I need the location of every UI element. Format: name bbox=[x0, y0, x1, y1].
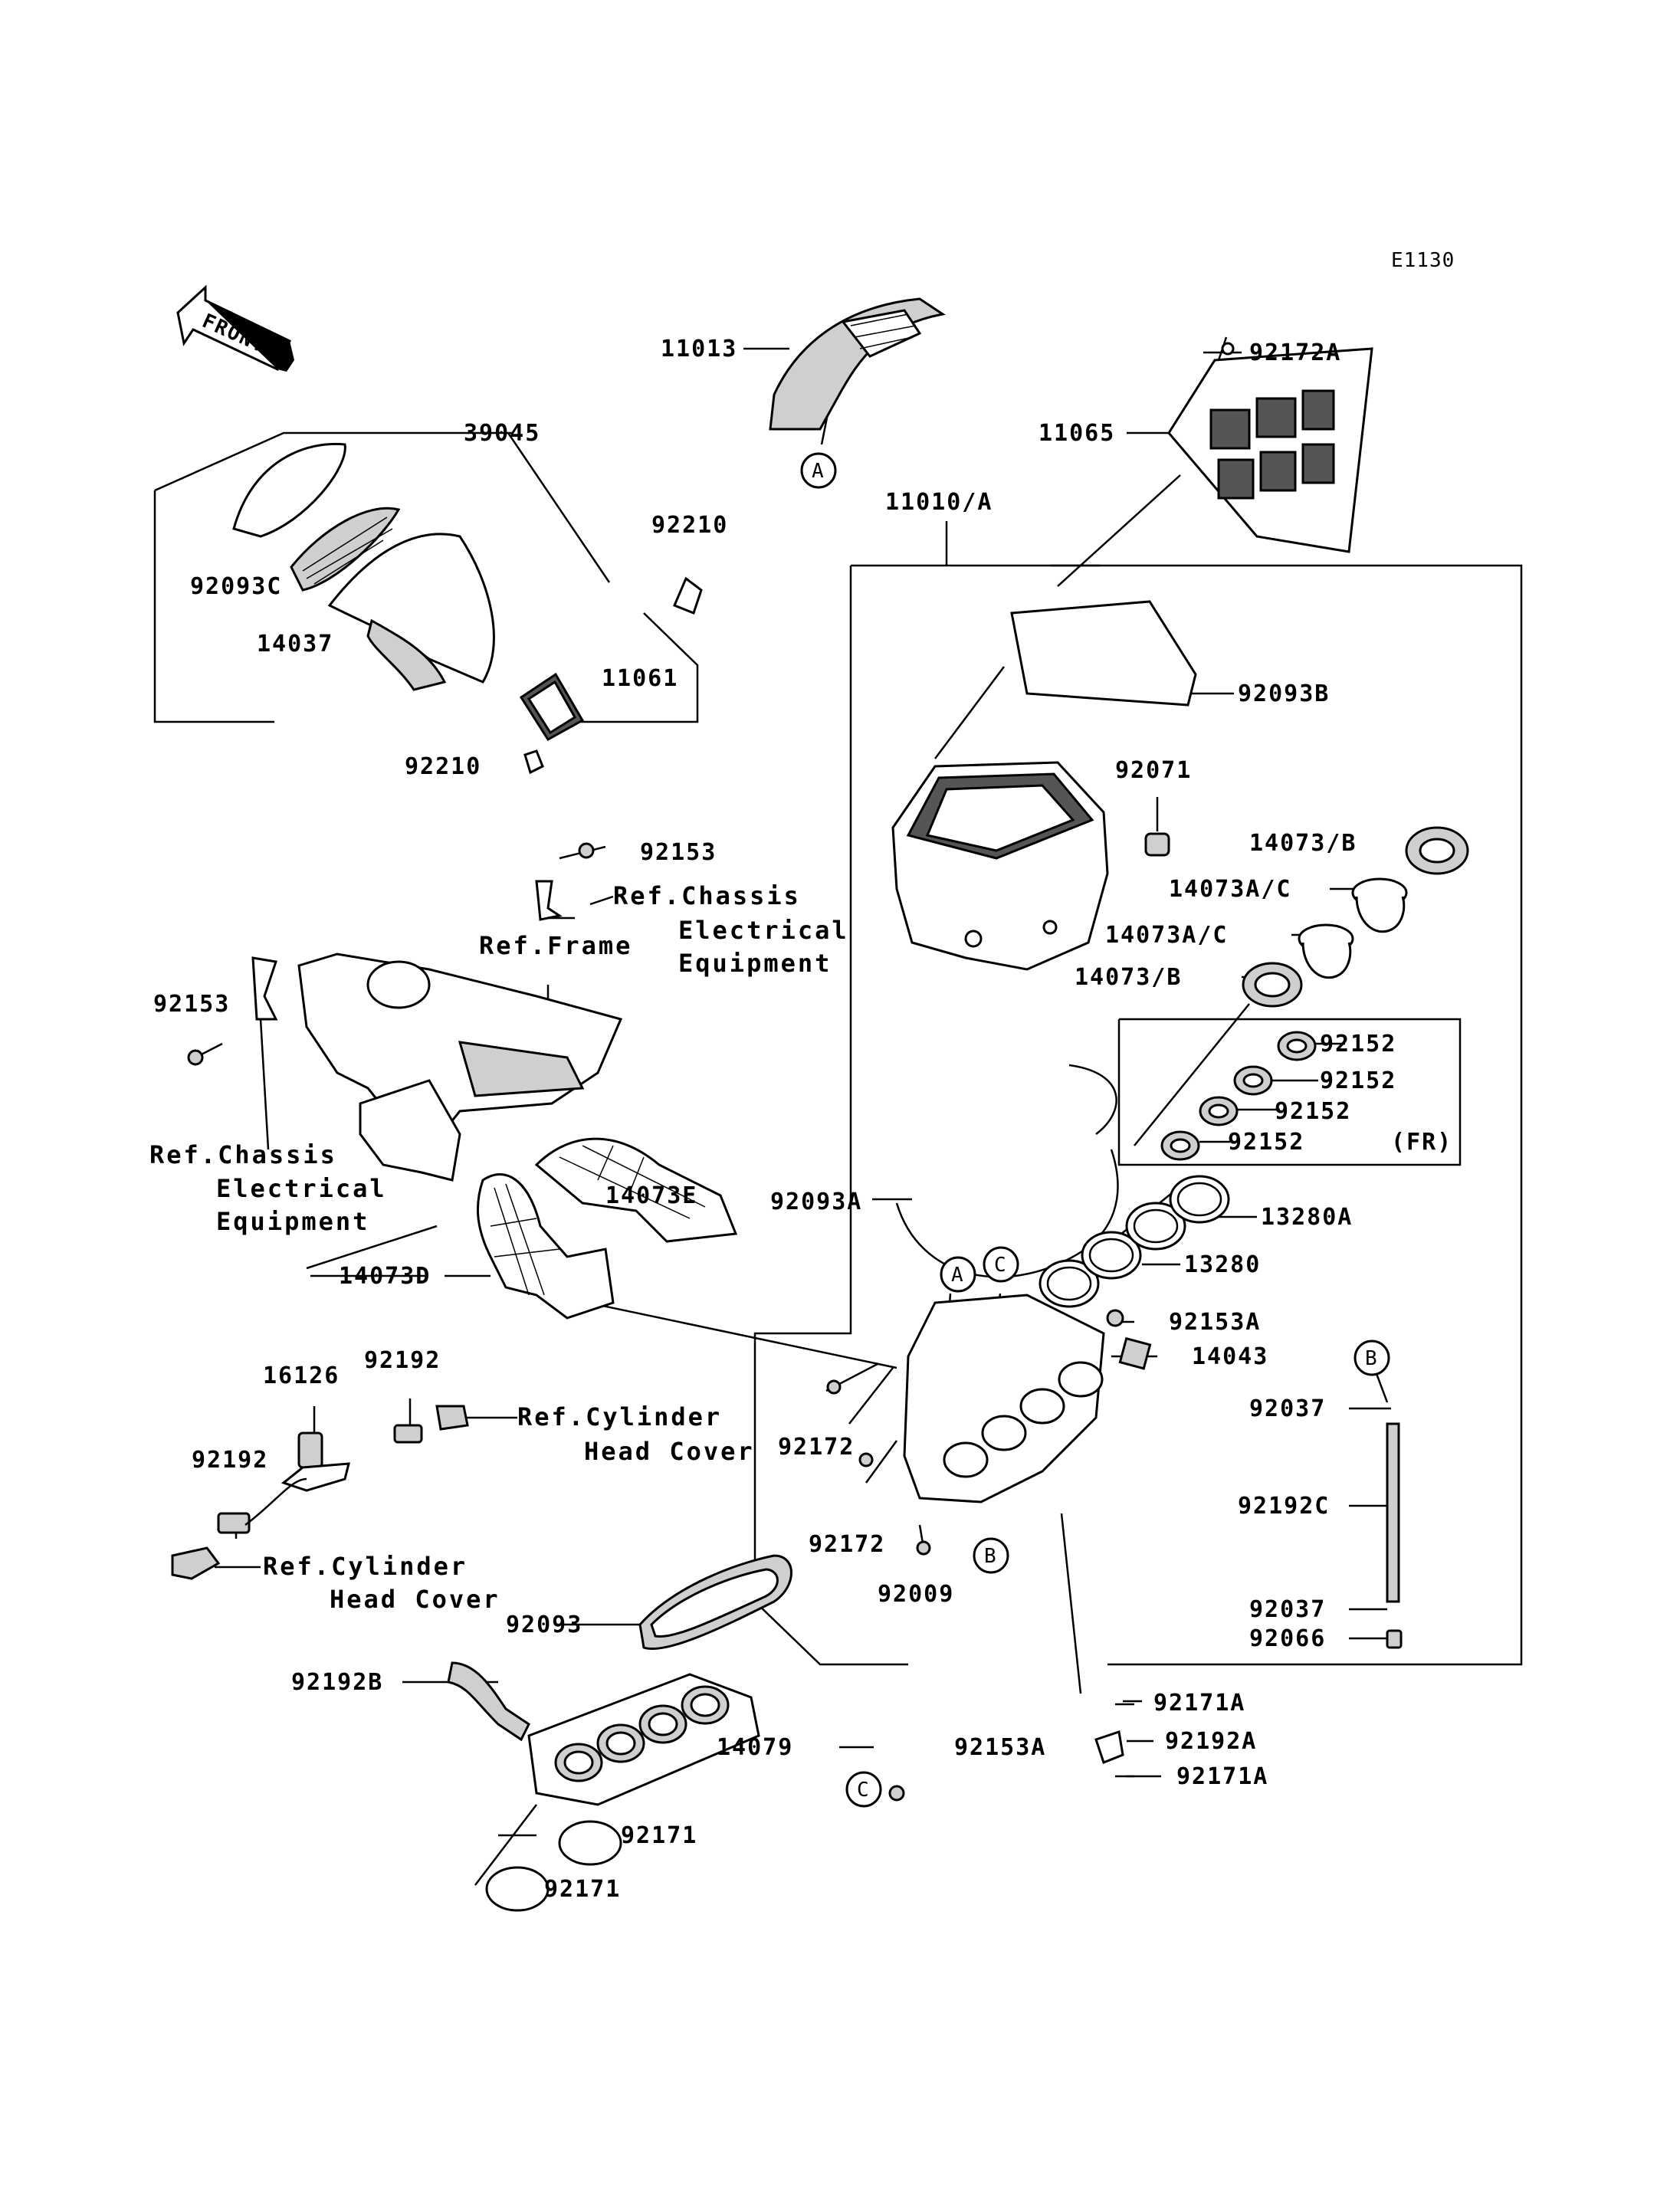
label-14073D: 14073D bbox=[339, 1263, 431, 1290]
label-92153A-2: 92153A bbox=[954, 1734, 1046, 1761]
label-92171-1: 92171 bbox=[621, 1822, 697, 1849]
label-14073AC-1: 14073A/C bbox=[1169, 876, 1292, 903]
label-92009: 92009 bbox=[878, 1581, 954, 1608]
callout-c-bottom: C bbox=[845, 1771, 882, 1808]
ref-chassis-electrical-1-line1: Ref.Chassis bbox=[613, 881, 801, 910]
label-92071: 92071 bbox=[1115, 757, 1192, 784]
ref-cylinder-head-2-line1: Ref.Cylinder bbox=[263, 1552, 468, 1581]
funnels-14073 bbox=[1242, 826, 1469, 1008]
label-92210-top: 92210 bbox=[651, 512, 728, 539]
label-11061: 11061 bbox=[602, 665, 678, 692]
label-92171A-2: 92171A bbox=[1176, 1763, 1268, 1790]
svg-text:A: A bbox=[951, 1264, 963, 1287]
group-frame-39045 bbox=[153, 431, 699, 723]
callout-a-box: A bbox=[940, 1256, 976, 1293]
label-92192C: 92192C bbox=[1238, 1493, 1330, 1520]
label-92172-1: 92172 bbox=[778, 1434, 855, 1461]
group-frame-11010 bbox=[753, 521, 1523, 1666]
label-fr: (FR) bbox=[1391, 1129, 1452, 1156]
label-92093A: 92093A bbox=[770, 1189, 862, 1215]
cover-39045 bbox=[232, 442, 703, 775]
group-frame-92152 bbox=[1117, 1018, 1462, 1166]
ref-chassis-electrical-2-line2: Electrical bbox=[216, 1174, 387, 1203]
air-box-lower bbox=[903, 1294, 1152, 1503]
ref-cylinder-head-2-line2: Head Cover bbox=[330, 1585, 500, 1614]
clamps-92171 bbox=[485, 1820, 622, 1912]
ref-frame: Ref.Frame bbox=[479, 931, 632, 960]
ref-cylinder-head-1-line1: Ref.Cylinder bbox=[517, 1402, 722, 1431]
svg-text:A: A bbox=[812, 460, 824, 483]
ref-chassis-electrical-1-line3: Equipment bbox=[678, 949, 832, 978]
label-92153-top: 92153 bbox=[640, 839, 717, 866]
label-14073B-2: 14073/B bbox=[1075, 964, 1182, 991]
label-92152-2: 92152 bbox=[1320, 1067, 1396, 1094]
callout-b-right: B bbox=[1354, 1340, 1390, 1376]
label-92171-2: 92171 bbox=[544, 1876, 621, 1903]
label-11065: 11065 bbox=[1039, 420, 1115, 447]
rings-92152 bbox=[1160, 1031, 1317, 1161]
callout-c-box: C bbox=[983, 1246, 1019, 1283]
label-92152-1: 92152 bbox=[1320, 1031, 1396, 1058]
air-box-upper bbox=[891, 761, 1109, 971]
label-92172-2: 92172 bbox=[809, 1531, 885, 1558]
label-92153A-1: 92153A bbox=[1169, 1309, 1261, 1336]
label-16126: 16126 bbox=[263, 1362, 340, 1389]
intake-14079 bbox=[447, 1661, 760, 1806]
ref-cylinder-head-1-line2: Head Cover bbox=[584, 1437, 755, 1466]
frame-part bbox=[297, 953, 623, 1182]
label-92066: 92066 bbox=[1249, 1625, 1326, 1652]
seal-92093B bbox=[1010, 600, 1197, 707]
label-92037-1: 92037 bbox=[1249, 1395, 1326, 1422]
svg-text:C: C bbox=[857, 1779, 869, 1802]
air-filter-11065 bbox=[1167, 336, 1373, 553]
label-92093: 92093 bbox=[506, 1612, 582, 1638]
label-92093B: 92093B bbox=[1238, 680, 1330, 707]
label-92210-bottom: 92210 bbox=[405, 753, 481, 780]
grommet-92071 bbox=[1144, 832, 1170, 857]
label-39045: 39045 bbox=[464, 420, 540, 447]
label-13280A: 13280A bbox=[1261, 1204, 1353, 1231]
label-92192B: 92192B bbox=[291, 1669, 383, 1696]
label-92152-4: 92152 bbox=[1228, 1129, 1304, 1156]
callout-a-top: A bbox=[800, 452, 837, 489]
gaskets-13280 bbox=[1039, 1175, 1230, 1308]
ref-chassis-electrical-2-line3: Equipment bbox=[216, 1207, 369, 1236]
front-arrow-icon: FRONT bbox=[176, 284, 294, 372]
label-92037-2: 92037 bbox=[1249, 1596, 1326, 1623]
label-14037: 14037 bbox=[257, 631, 333, 657]
label-92172A: 92172A bbox=[1249, 339, 1341, 366]
label-92153-left: 92153 bbox=[153, 991, 230, 1018]
callout-b-bottom: B bbox=[973, 1537, 1009, 1574]
label-92152-3: 92152 bbox=[1275, 1098, 1351, 1125]
svg-text:B: B bbox=[1365, 1347, 1377, 1370]
label-14043: 14043 bbox=[1192, 1343, 1268, 1370]
label-92093C: 92093C bbox=[190, 573, 282, 600]
diagram-code: E1130 bbox=[1391, 249, 1455, 272]
label-14073AC-2: 14073A/C bbox=[1105, 922, 1229, 949]
svg-text:B: B bbox=[984, 1545, 996, 1568]
label-14073E: 14073E bbox=[605, 1182, 697, 1209]
label-92192-top: 92192 bbox=[364, 1347, 441, 1374]
seal-92093 bbox=[638, 1554, 792, 1650]
ref-chassis-electrical-2-line1: Ref.Chassis bbox=[149, 1140, 337, 1169]
label-14079: 14079 bbox=[717, 1734, 793, 1761]
label-11010A: 11010/A bbox=[885, 489, 993, 516]
hardware-small bbox=[171, 842, 1403, 1802]
label-92171A-1: 92171A bbox=[1153, 1690, 1245, 1717]
duct-14073D bbox=[477, 1173, 615, 1320]
label-92192A: 92192A bbox=[1165, 1728, 1257, 1755]
duct-14073E bbox=[534, 1137, 738, 1243]
svg-text:C: C bbox=[994, 1254, 1006, 1277]
label-13280: 13280 bbox=[1184, 1251, 1261, 1278]
label-11013: 11013 bbox=[661, 336, 737, 362]
label-92192-left: 92192 bbox=[192, 1447, 268, 1474]
ref-chassis-electrical-1-line2: Electrical bbox=[678, 916, 849, 945]
duct-11013 bbox=[769, 297, 946, 431]
label-14073B-top: 14073/B bbox=[1249, 830, 1357, 857]
